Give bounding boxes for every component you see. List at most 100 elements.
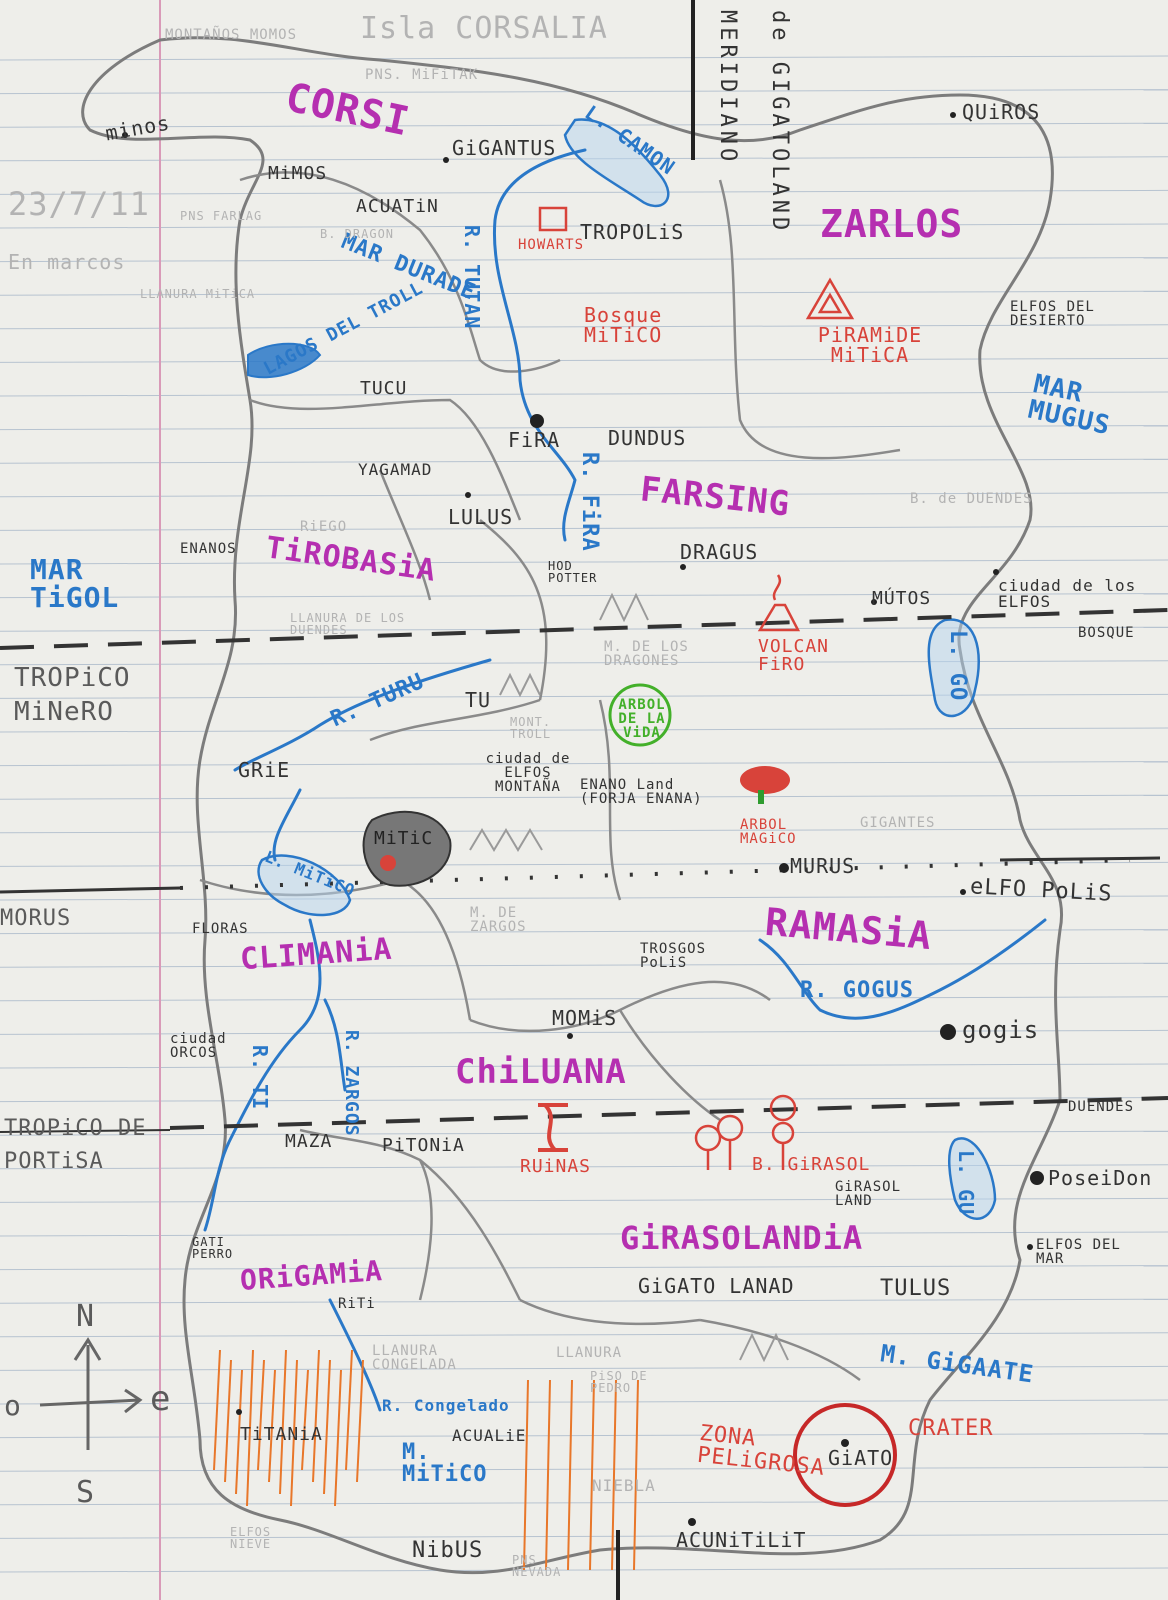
note-farlag: PNS FARLAG [180,209,263,223]
river-tutan-label: R. TUTAN [460,225,484,330]
city-gogis: gogis [962,1016,1040,1044]
lake-go-label: L. GO [945,630,970,702]
city-mimos: MiMOS [268,163,328,184]
place-arbol-vida: ARBOL DE LA ViDA [618,697,666,741]
ruled-lines [0,55,1168,1573]
city-dots [122,112,1044,1526]
city-floras: FLORAS [192,921,249,937]
city-gigantus: GiGANTUS [452,136,557,160]
rivers [203,148,1047,1412]
note-llanura-mitica: LLANURA MiTiCA [140,287,256,301]
city-acuatin: ACUATiN [356,196,439,217]
equator-label: MORUS [0,906,72,931]
place-bosque-mitico: Bosque MiTiCO [584,303,663,347]
compass-e: e [150,1379,172,1419]
mountain-doodles [469,592,789,1363]
river-fira-label: R. FiRA [577,452,602,552]
city-grie: GRiE [238,758,291,782]
ruins-icon [538,1103,568,1152]
mitic-core [380,855,396,871]
pyramid-icon [805,277,855,320]
region-girasolandia: GiRASOLANDiA [620,1219,864,1257]
castle-icon [538,206,568,232]
tropic-bottom-label: TROPiCO DE PORTiSA [4,1116,147,1174]
magic-tree-icon [740,766,790,804]
crater-ring [793,1403,897,1507]
volcano-icon [757,574,801,632]
note-pns-nevada: PNS NEVADA [512,1553,562,1579]
region-zarlos: ZARLOS [820,202,964,246]
city-tropolis: TROPOLiS [580,220,685,244]
city-acualie: ACUALiE [452,1426,527,1445]
tropic-bottom-line [169,1096,1168,1130]
place-crater: CRATER [908,1416,994,1441]
place-howarts: HOWARTS [518,237,585,253]
meridian-place-label: de GIGATOLAND [767,10,792,235]
note-b-dragon: B. DRAGON [320,227,395,241]
tropic-top-label: TROPiCO MiNeRO [14,663,131,727]
lake-gu [947,1137,997,1220]
lake-camon [563,118,670,208]
city-enanos: ENANOS [180,541,237,557]
sunflower-icons [694,1094,797,1170]
city-tulus: TULUS [880,1276,952,1301]
compass-rose [39,1337,143,1450]
place-piramide: PiRAMiDE MiTiCA [817,323,923,367]
city-girasol-land: GiRASOL LAND [835,1179,902,1209]
city-hod-potter: HOD POTTER [548,559,598,585]
meridian-label: MERIDIANO [715,10,740,166]
city-mutos: MÚTOS [872,588,932,609]
city-tu: TU [465,688,492,712]
place-arbol-magico: ARBOL MAGiCO [740,817,797,847]
sea-mitico-label: M. MiTiCO [402,1440,488,1487]
note-llanura: LLANURA [556,1345,623,1361]
city-yagamad: YAGAMAD [358,460,433,479]
city-momis: MOMiS [552,1006,618,1030]
river-gogus-label: R. GOGUS [800,978,914,1003]
note-bosque: BOSQUE [1078,625,1135,641]
equator-dots [179,858,1131,890]
place-b-girasol: B. GiRASOL [752,1154,871,1175]
river-zargos-label: R. ZARGOS [341,1030,362,1137]
city-fira: FiRA [508,428,561,452]
note-riego: RiEGO [300,519,348,535]
city-dragus: DRAGUS [680,540,759,564]
city-quiros: QUiROS [962,100,1041,124]
equator-line [0,886,181,894]
city-gigato-lanad: GiGATO LANAD [638,1274,795,1298]
compass-s: S [76,1475,96,1510]
note-m-dragones: M. DE LOS DRAGONES [604,639,689,669]
city-tucu: TUCU [360,378,408,399]
note-m-zargos: M. DE ZARGOS [470,905,527,935]
city-nibus: NibUS [412,1538,484,1563]
lakes-del-troll [247,342,322,379]
city-acunitilit: ACUNiTiLiT [676,1528,807,1552]
river-ti-label: R. TI [248,1045,272,1111]
compass-n: N [76,1299,96,1334]
note-montanos: MONTAÑOS MOMOS [165,27,298,43]
city-murus: MURUS [790,854,856,878]
note-niebla: NIEBLA [592,1476,656,1495]
city-riti: RiTi [338,1296,376,1312]
city-titania: TiTANiA [240,1424,323,1445]
island-outline [81,36,1064,1575]
lake-mitico [257,854,352,917]
date-note: 23/7/11 [8,185,150,223]
note-mifitak: PNS. MiFiTAK [365,67,479,83]
orange-hatching [213,1349,639,1571]
city-trosgos-polis: TROSGOS PoLiS [640,941,707,971]
note-mont-troll: MONT. TROLL [510,715,552,741]
city-dundus: DUNDUS [608,426,687,450]
city-elfos-mar: ELFOS DEL MAR [1036,1237,1121,1267]
equator-right [999,856,1161,862]
city-giato: GiATO [828,1446,894,1470]
lake-go [927,618,980,718]
note-elfos-nieve: ELFOS NIEVE [230,1525,272,1551]
compass-w: o [4,1389,22,1422]
margin-note: En marcos [8,250,126,274]
lake-gu-label: L. GU [954,1150,978,1216]
note-piso-pedro: PiSO DE PEDRO [590,1369,648,1395]
map-title: Isla CORSALIA [360,11,608,46]
city-gati-perro: GATI PERRO [192,1235,234,1261]
river-congelado-label: R. Congelado [382,1396,510,1415]
